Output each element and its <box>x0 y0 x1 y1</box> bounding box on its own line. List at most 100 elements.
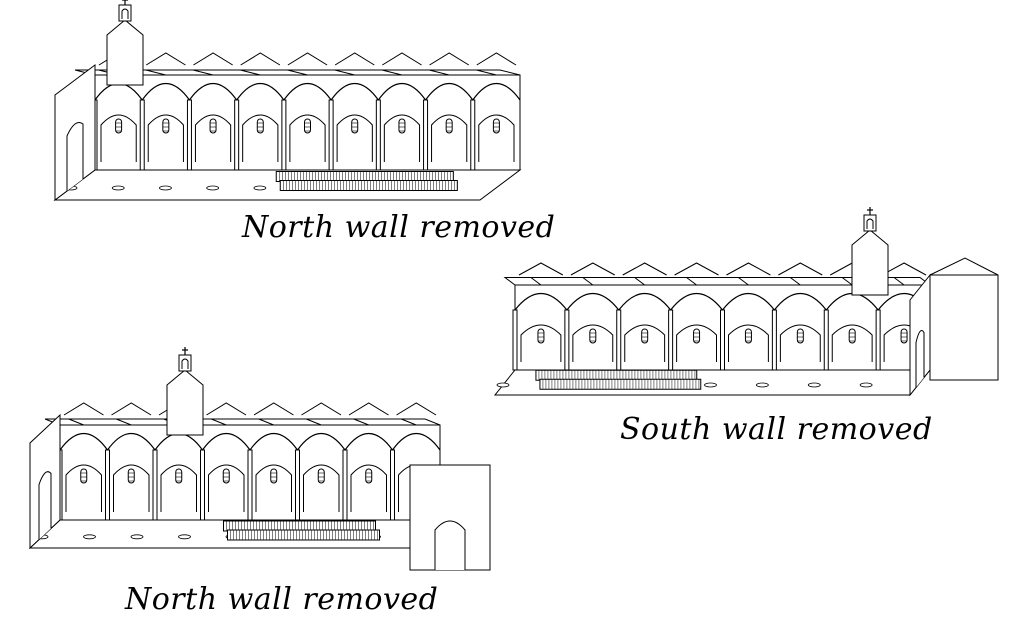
window <box>365 468 373 484</box>
truss-rafter <box>301 402 342 416</box>
truss-rafter <box>193 52 233 66</box>
window <box>209 118 217 134</box>
truss-rafter <box>111 402 152 416</box>
window <box>256 118 264 134</box>
roof-truss <box>145 69 166 76</box>
roof-truss <box>306 418 322 426</box>
arcade-arch <box>336 114 373 162</box>
window <box>175 468 183 484</box>
bell-cote <box>118 4 132 22</box>
window <box>848 328 856 344</box>
column-base <box>253 185 267 191</box>
truss-rafter <box>674 262 719 276</box>
window <box>641 328 649 344</box>
vault-rib <box>344 433 393 451</box>
column <box>564 309 570 371</box>
tower <box>166 369 204 436</box>
truss-rafter <box>240 52 281 66</box>
column <box>295 449 300 521</box>
arcade-arch <box>350 464 387 512</box>
truss-rafter <box>778 262 823 276</box>
truss-rafter <box>348 402 389 416</box>
roof-truss <box>738 277 749 286</box>
truss-rafter <box>881 262 927 276</box>
arcade-arch <box>624 324 666 362</box>
arcade-arch <box>242 114 279 162</box>
column <box>247 449 253 521</box>
roof-truss <box>429 69 450 76</box>
arcade-arch <box>383 114 421 162</box>
vault-rib <box>59 433 108 451</box>
arcade-arch <box>289 114 326 162</box>
roof-truss <box>334 69 355 76</box>
roof-truss <box>634 277 645 286</box>
window <box>589 328 597 344</box>
column-base <box>807 382 821 388</box>
pew-row <box>539 378 702 390</box>
column <box>152 449 158 521</box>
arcade-arch <box>831 324 873 362</box>
column-base <box>130 534 144 540</box>
vault-rib <box>618 293 672 311</box>
arcade-arch <box>779 324 821 362</box>
column <box>616 309 622 371</box>
truss-rafter <box>622 262 667 276</box>
window <box>492 118 500 134</box>
arcade-arch <box>431 114 468 162</box>
doorway <box>66 122 84 191</box>
vault-rib <box>670 293 723 311</box>
pew-row <box>227 529 380 541</box>
vault-rib <box>392 433 441 451</box>
column-base <box>206 185 220 191</box>
roof-truss <box>401 418 417 426</box>
truss-rafter <box>63 402 104 416</box>
column <box>720 309 725 371</box>
arcade-arch <box>255 464 292 512</box>
column <box>186 99 192 171</box>
view-3-north-wall-removed <box>28 347 491 571</box>
column <box>139 99 145 171</box>
window <box>222 468 230 484</box>
vault-rib <box>249 433 298 451</box>
arcade-arch <box>113 464 150 512</box>
truss-rafter <box>287 52 328 66</box>
roof-truss <box>287 69 308 76</box>
bell-opening <box>121 8 129 19</box>
arcade-arch <box>572 324 614 362</box>
bell-cote <box>863 214 877 232</box>
column <box>105 449 110 521</box>
caption-view-2: South wall removed <box>620 412 933 447</box>
column <box>342 449 348 521</box>
truss-rafter <box>518 262 564 276</box>
column <box>375 99 381 171</box>
roof-truss <box>381 69 403 76</box>
column-base <box>111 185 125 191</box>
bell-cote <box>178 354 192 372</box>
vault-rib <box>377 83 427 101</box>
roof-truss <box>476 69 497 76</box>
roof-truss <box>530 277 542 286</box>
truss-rafter <box>206 402 247 416</box>
arcade-arch <box>147 114 184 162</box>
truss-rafter <box>570 262 615 276</box>
truss-rafter <box>726 262 771 276</box>
column <box>875 309 881 371</box>
column-base <box>704 382 717 388</box>
arcade-arch <box>65 464 102 512</box>
roof <box>503 277 932 286</box>
porch-door <box>434 520 466 570</box>
window <box>537 328 545 344</box>
truss-rafter <box>429 52 470 66</box>
column <box>771 309 777 371</box>
arcade-arch <box>478 114 515 162</box>
arcade-arch <box>676 324 717 362</box>
roof-truss <box>192 69 214 76</box>
window <box>796 328 804 344</box>
column-base <box>83 534 96 540</box>
window <box>398 118 406 134</box>
window <box>317 468 325 484</box>
truss-rafter <box>382 52 422 66</box>
vault-rib <box>107 433 156 451</box>
truss-rafter <box>396 402 437 416</box>
